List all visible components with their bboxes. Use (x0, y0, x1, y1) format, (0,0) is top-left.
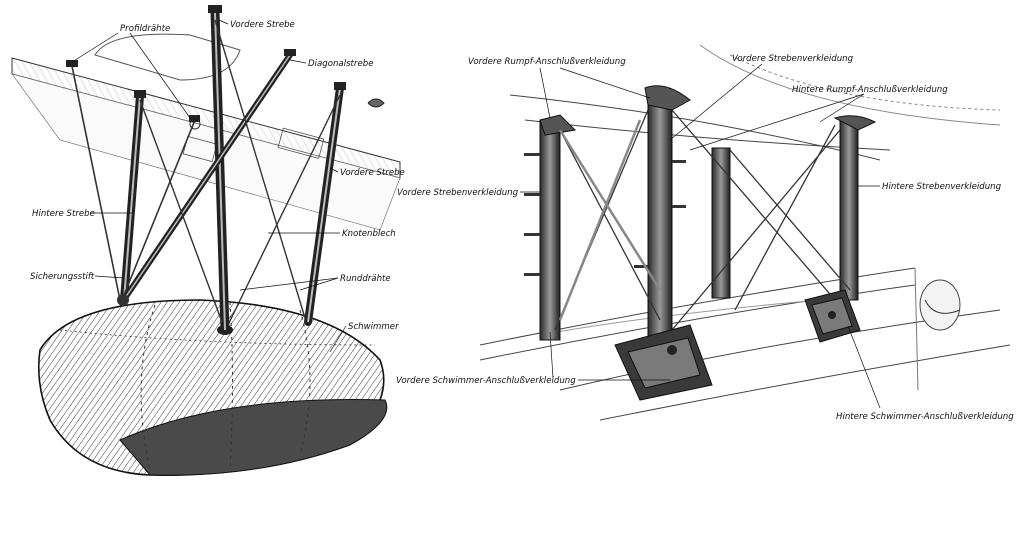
float-body (37, 299, 388, 477)
label-float: Schwimmer (348, 322, 399, 332)
right-leader-lines (520, 63, 881, 409)
label-round-wires: Runddrähte (340, 274, 391, 284)
label-safety-pin: Sicherungsstift (30, 272, 95, 282)
label-rear-strut: Hintere Strebe (32, 209, 95, 219)
float-attachment-fairings (614, 289, 861, 401)
label-gusset-plate: Knotenblech (342, 229, 396, 239)
right-strut-fairings (524, 85, 877, 351)
left-figure-strut-assembly: Profildrähte Vordere Strebe Diagonalstre… (11, 5, 405, 477)
left-leader-lines (71, 19, 347, 353)
label-front-strut-top: Vordere Strebe (230, 20, 295, 30)
right-figure-fairings: Vordere Rumpf-Anschlußverkleidung Vorder… (396, 44, 1014, 422)
label-front-strut-fairing: Vordere Strebenverkleidung (397, 188, 519, 198)
label-strut-fairing: Vordere Strebenverkleidung (732, 54, 854, 64)
label-rear-float-fairing: Hintere Schwimmer-Anschlußverkleidung (836, 412, 1014, 422)
left-labels: Profildrähte Vordere Strebe Diagonalstre… (30, 20, 405, 332)
label-rear-strut-fairing: Hintere Strebenverkleidung (882, 182, 1002, 192)
label-rear-fuselage-fairing: Hintere Rumpf-Anschlußverkleidung (792, 85, 948, 95)
label-profile-wires: Profildrähte (120, 24, 170, 34)
wing-section (11, 33, 401, 231)
label-diagonal-strut: Diagonalstrebe (308, 59, 374, 69)
left-struts (66, 5, 346, 335)
label-front-float-fairing: Vordere Schwimmer-Anschlußverkleidung (396, 376, 576, 386)
right-labels: Vordere Rumpf-Anschlußverkleidung Vorder… (396, 54, 1014, 422)
label-front-fuselage-fairing: Vordere Rumpf-Anschlußverkleidung (468, 57, 626, 67)
label-front-strut-right: Vordere Strebe (340, 168, 405, 178)
right-bracing-wires (554, 109, 851, 331)
